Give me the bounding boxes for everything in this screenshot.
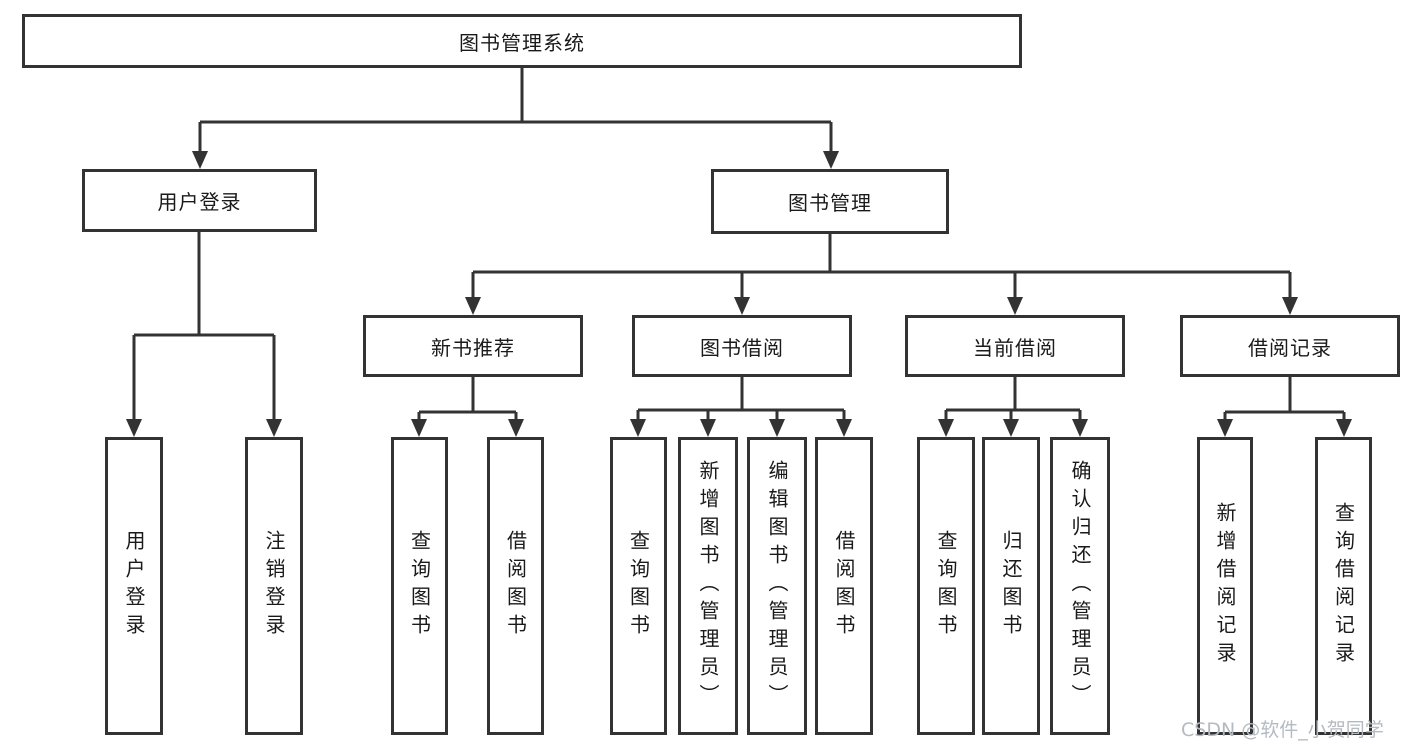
leaf-query-books-current: 查询图书 bbox=[917, 437, 975, 735]
csdn-watermark: CSDN @软件_小贺同学 bbox=[1181, 719, 1384, 741]
arrowheads bbox=[126, 151, 1352, 437]
leaf-borrow-books: 借阅图书 bbox=[815, 437, 873, 735]
leaf-return-books: 归还图书 bbox=[982, 437, 1040, 735]
leaf-borrow-books-recommend: 借阅图书 bbox=[487, 437, 544, 735]
leaf-query-books-borrow: 查询图书 bbox=[610, 437, 667, 735]
leaf-confirm-return-admin: 确认归还（管理员） bbox=[1050, 437, 1110, 735]
node-library-system: 图书管理系统 bbox=[22, 14, 1022, 68]
leaf-query-books-recommend: 查询图书 bbox=[391, 437, 448, 735]
leaf-add-borrow-record: 新增借阅记录 bbox=[1197, 437, 1253, 735]
node-borrowing-records: 借阅记录 bbox=[1180, 315, 1400, 377]
node-current-borrowing: 当前借阅 bbox=[905, 315, 1125, 377]
node-new-book-recommend: 新书推荐 bbox=[363, 315, 583, 377]
node-user-login: 用户登录 bbox=[82, 169, 317, 232]
leaf-query-borrow-record: 查询借阅记录 bbox=[1315, 437, 1372, 735]
node-book-management: 图书管理 bbox=[711, 169, 949, 234]
leaf-edit-books-admin: 编辑图书（管理员） bbox=[747, 437, 807, 735]
leaf-add-books-admin: 新增图书（管理员） bbox=[678, 437, 738, 735]
leaf-user-login: 用户登录 bbox=[105, 437, 163, 735]
node-book-borrowing: 图书借阅 bbox=[632, 315, 852, 377]
leaf-logout: 注销登录 bbox=[245, 437, 303, 735]
